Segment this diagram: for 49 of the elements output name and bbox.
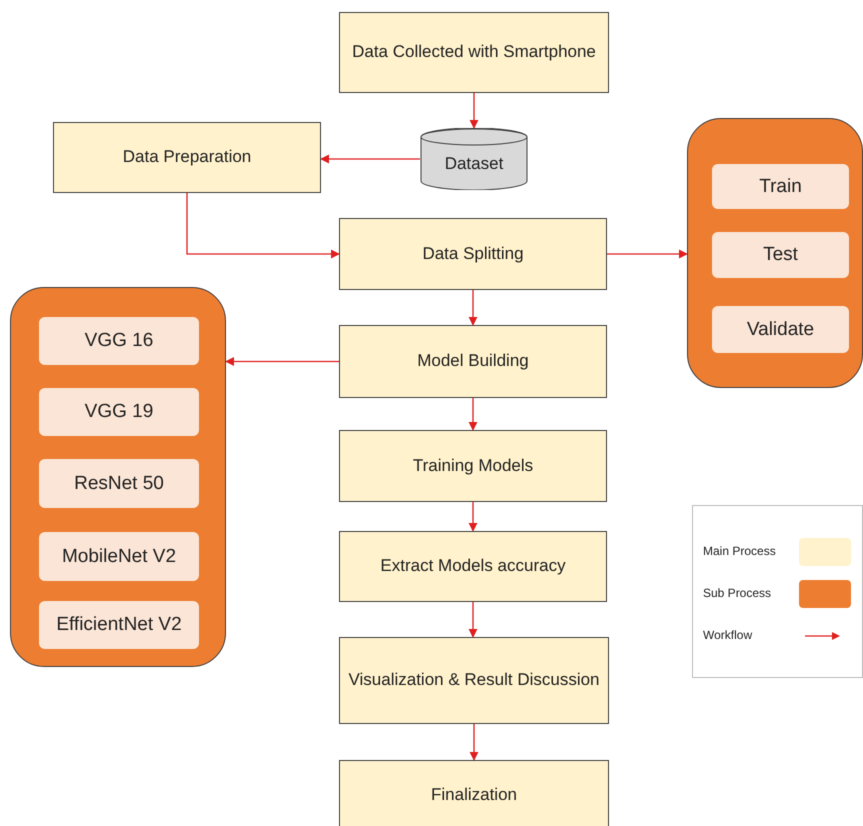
legend-label: Main Process bbox=[703, 544, 776, 558]
node-label: MobileNet V2 bbox=[60, 544, 178, 569]
subprocess-box bbox=[39, 317, 199, 365]
node-label: ResNet 50 bbox=[73, 472, 165, 496]
arrow bbox=[470, 93, 478, 129]
node-label: Visualization & Result Discussion bbox=[347, 669, 601, 692]
arrow bbox=[468, 602, 478, 638]
process-box bbox=[339, 760, 609, 826]
subprocess-box bbox=[39, 532, 199, 581]
node-label: Dataset bbox=[444, 152, 504, 175]
node-label: VGG 16 bbox=[84, 329, 154, 354]
subprocess-box bbox=[39, 601, 199, 649]
subprocess-panel bbox=[687, 118, 863, 388]
subprocess-box bbox=[712, 232, 849, 278]
database-cylinder bbox=[420, 128, 528, 190]
subprocess-box bbox=[712, 164, 849, 209]
node-label: Model Building bbox=[416, 350, 530, 372]
arrow bbox=[468, 290, 478, 326]
arrow bbox=[470, 724, 478, 761]
arrow bbox=[320, 154, 420, 164]
node-label: VGG 19 bbox=[84, 400, 154, 424]
process-box bbox=[339, 430, 607, 502]
node-label: Finalization bbox=[430, 784, 518, 806]
legend-label: Sub Process bbox=[703, 586, 772, 600]
arrow bbox=[468, 398, 478, 431]
process-box bbox=[339, 637, 609, 724]
arrow bbox=[607, 250, 688, 258]
subprocess-box bbox=[39, 388, 199, 436]
node-label: Data Splitting bbox=[421, 242, 525, 265]
process-box bbox=[339, 325, 607, 398]
subprocess-panel bbox=[10, 287, 226, 667]
arrow bbox=[468, 502, 478, 532]
node-label: Validate bbox=[746, 318, 816, 342]
node-label: Training Models bbox=[412, 454, 534, 477]
arrow bbox=[225, 357, 339, 366]
arrow bbox=[186, 193, 340, 258]
node-label: Data Collected with Smartphone bbox=[351, 41, 597, 64]
subprocess-box bbox=[712, 306, 849, 353]
node-label: Train bbox=[758, 174, 803, 199]
process-box bbox=[339, 12, 609, 93]
node-label: Data Preparation bbox=[122, 146, 252, 168]
node-label: EfficientNet V2 bbox=[55, 613, 183, 638]
process-box bbox=[339, 218, 607, 290]
legend-label: Workflow bbox=[703, 628, 752, 642]
process-box bbox=[339, 531, 607, 602]
process-box bbox=[53, 122, 321, 193]
subprocess-box bbox=[39, 459, 199, 508]
node-label: Test bbox=[762, 243, 799, 268]
node-label: Extract Models accuracy bbox=[379, 555, 567, 578]
